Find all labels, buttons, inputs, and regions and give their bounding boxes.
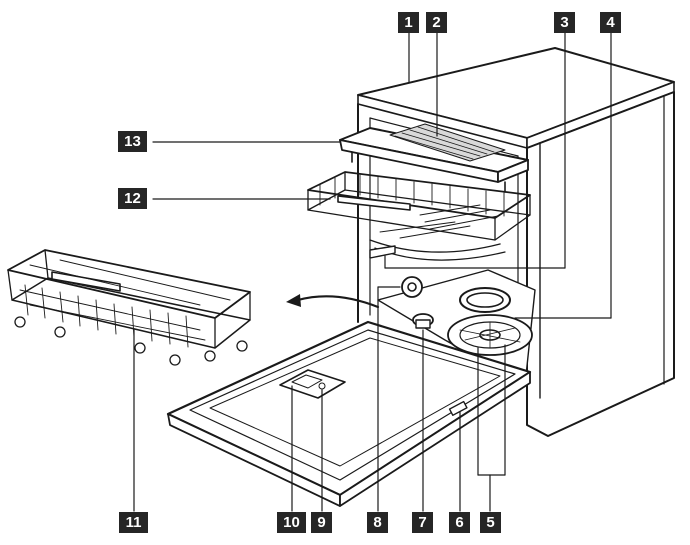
callout-13: 13: [118, 131, 147, 152]
upper-basket: [307, 171, 531, 261]
callout-7: 7: [412, 512, 433, 533]
leader-lines: [133, 31, 612, 512]
tub-components: [401, 276, 533, 356]
cutlery-tray: [339, 123, 529, 193]
callout-8: 8: [367, 512, 388, 533]
callout-11: 11: [119, 512, 148, 533]
callout-1: 1: [398, 12, 419, 33]
callout-2: 2: [426, 12, 447, 33]
callout-5: 5: [480, 512, 501, 533]
door: [166, 320, 532, 507]
removal-arrow: [286, 294, 380, 309]
lower-basket: [7, 249, 251, 366]
callout-12: 12: [118, 188, 147, 209]
callout-9: 9: [311, 512, 332, 533]
callout-4: 4: [600, 12, 621, 33]
callout-6: 6: [449, 512, 470, 533]
callout-10: 10: [277, 512, 306, 533]
callout-3: 3: [554, 12, 575, 33]
